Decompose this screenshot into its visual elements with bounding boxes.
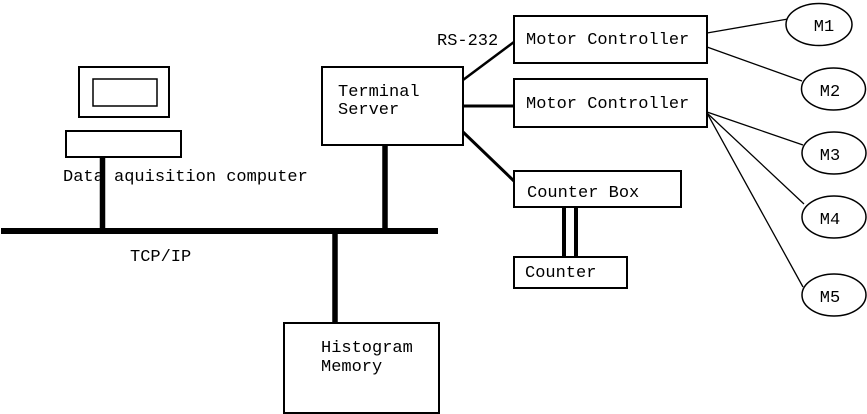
terminal-server-node: Terminal Server [321,66,464,146]
histogram-memory-box [283,322,440,414]
motor-controller-1-label: Motor Controller [526,31,689,50]
motor-m2-node: M2 [800,67,867,111]
rs232-link-line [462,40,515,82]
histogram-memory-node: Histogram Memory [283,322,440,414]
motor-controller-1-to-m1-line [706,18,789,34]
counter-label: Counter [525,264,596,283]
histogram-memory-label-line2: Memory [321,358,382,377]
motor-controller-2-label: Motor Controller [526,95,689,114]
motor-controller-2-to-m3-line [706,111,804,146]
counter-node: Counter [513,256,628,289]
terminal-server-box [321,66,464,146]
motor-controller-2-box [513,78,708,128]
motor-m5-node: M5 [801,273,867,317]
motor-m3-label: M3 [820,147,840,166]
motor-m3-node: M3 [801,131,867,175]
motor-controller-1-node: Motor Controller [513,15,708,64]
counter-box-node: Counter Box [513,170,682,208]
motor-controller-1-to-m2-line [706,46,803,82]
motor-m4-node: M4 [801,195,867,239]
terminal-server-label-line2: Server [338,101,399,120]
motor-m2-label: M2 [820,83,840,102]
terminal-server-to-counter-box-line [461,130,517,184]
motor-controller-2-to-m4-line [706,112,805,205]
computer-screen [92,78,158,107]
computer-keyboard [65,130,182,158]
motor-m5-ellipse [801,273,867,317]
histogram-memory-label-line1: Histogram [321,339,413,358]
motor-m1-node: M1 [785,2,853,47]
terminal-server-label-line1: Terminal [338,83,420,102]
motor-m5-label: M5 [820,289,840,308]
tcpip-label: TCP/IP [130,248,191,267]
counter-box-box [513,170,682,208]
motor-m4-label: M4 [820,211,840,230]
computer-node: Data aquisition computer [63,66,308,187]
motor-m4-ellipse [801,195,867,239]
motor-m2-ellipse [800,67,867,111]
counter-box-label: Counter Box [527,184,639,203]
motor-controller-2-node: Motor Controller [513,78,708,128]
rs232-label: RS-232 [437,32,498,51]
counter-box-outline [513,256,628,289]
motor-controller-2-to-m5-line [706,112,804,288]
computer-label: Data aquisition computer [63,168,308,187]
motor-controller-1-box [513,15,708,64]
motor-m1-label: M1 [814,18,834,37]
motor-m3-ellipse [801,131,867,175]
motor-m1-ellipse [785,2,853,47]
